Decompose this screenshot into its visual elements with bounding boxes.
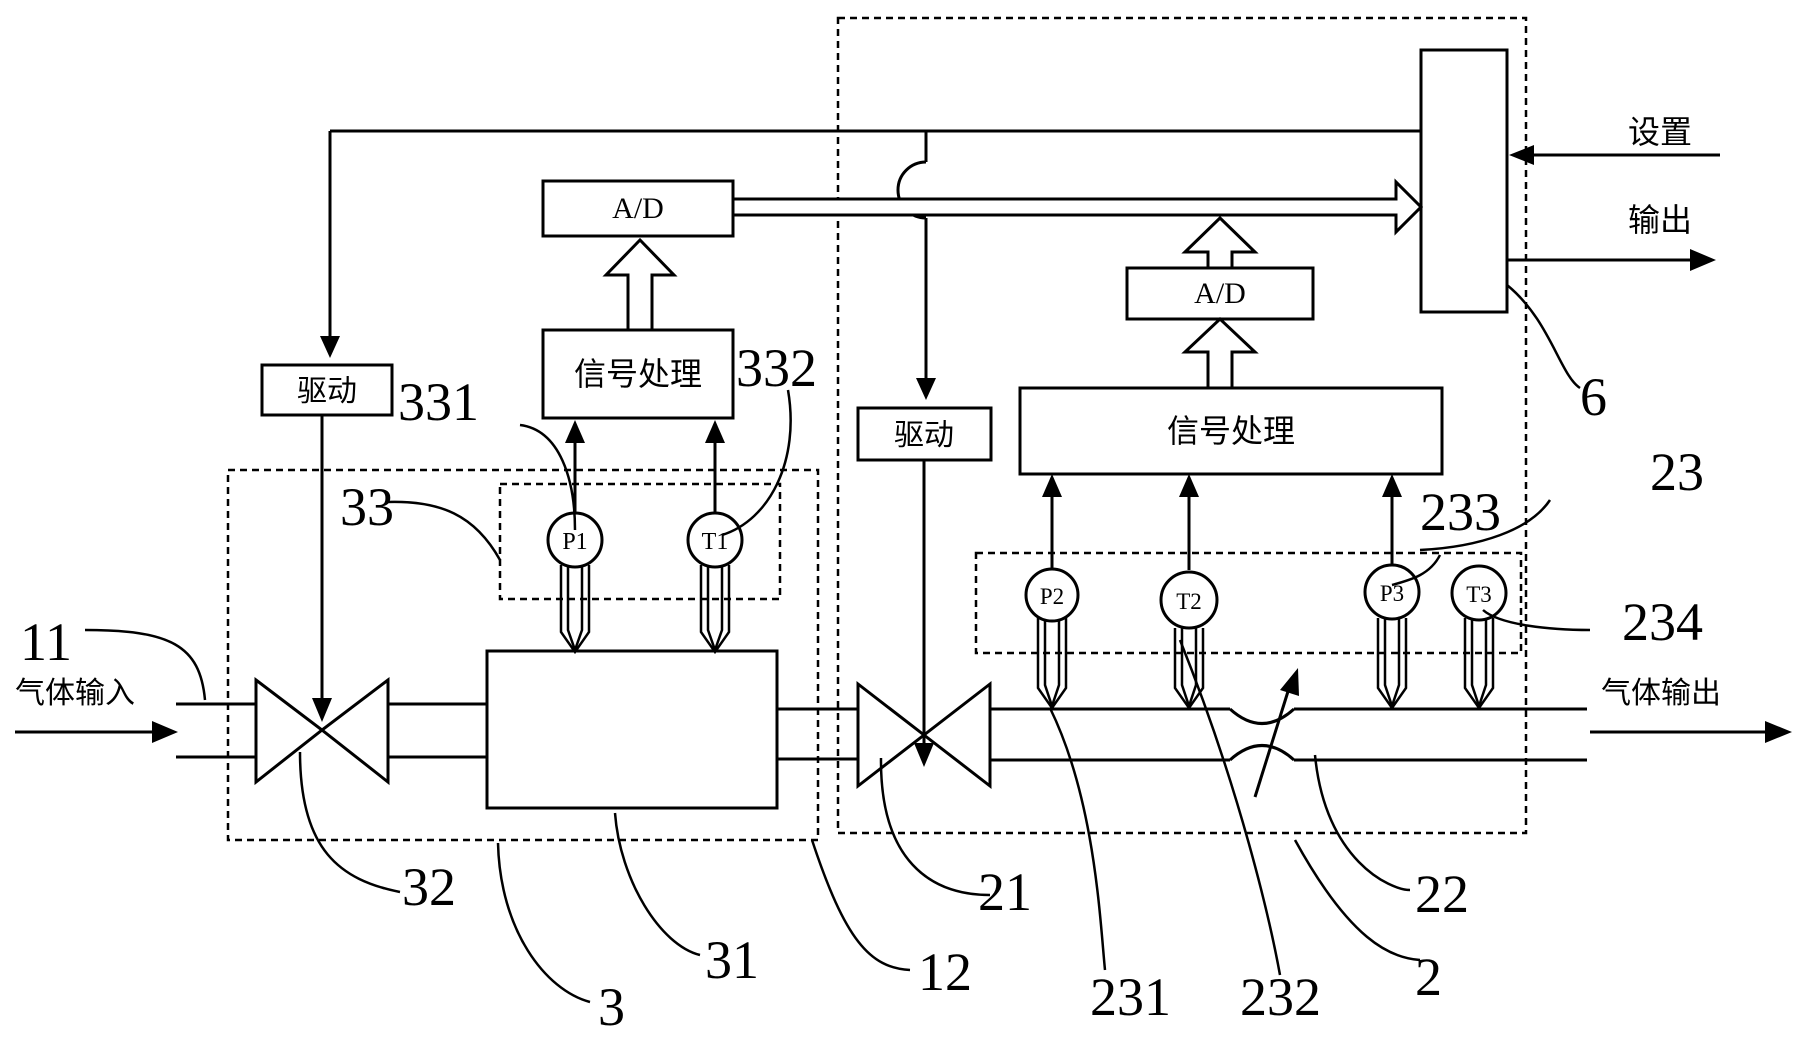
p1-label: P1 [562, 529, 587, 555]
valve-21-left [856, 680, 927, 790]
inlet-pipe [176, 702, 256, 759]
ref-233: 233 [1420, 482, 1501, 542]
sensor-group-23-enclosure [974, 551, 1523, 655]
drive-left-label: 驱动 [297, 374, 357, 409]
p3-label: P3 [1380, 581, 1404, 606]
ref-21: 21 [978, 862, 1032, 922]
sensor-t3 [1450, 564, 1508, 711]
leader-lines [84, 284, 1591, 1004]
drive-right [856, 406, 993, 462]
gas-out-arrow [1590, 721, 1792, 743]
ad-right-label: A/D [1194, 277, 1246, 310]
data-bus-arrow [731, 178, 1424, 236]
drive-arrow-left [312, 415, 332, 722]
sensor-p2 [1024, 474, 1080, 711]
outlet-pipe [990, 707, 1587, 762]
signal-processing-right [1018, 386, 1444, 476]
valve-32-left [254, 676, 325, 786]
sig-right-label: 信号处理 [1167, 412, 1295, 450]
hollow-arrow-right-bottom [1181, 316, 1259, 390]
hollow-arrow-right-top [1181, 215, 1259, 270]
t2-label: T2 [1176, 589, 1202, 614]
drive-arrow-right [914, 460, 934, 767]
valve-21-right [921, 680, 992, 790]
variable-restriction-arrow [1253, 668, 1299, 798]
module-3-enclosure [226, 468, 820, 842]
gas-in-label: 气体输入 [15, 676, 135, 711]
ref-2: 2 [1415, 947, 1442, 1007]
ref-12: 12 [918, 942, 972, 1002]
sig-left-label: 信号处理 [574, 355, 702, 393]
ref-22: 22 [1415, 864, 1469, 924]
gas-out-label: 气体输出 [1601, 676, 1721, 711]
sensor-group-33-enclosure [498, 482, 782, 601]
t1-label: T1 [702, 529, 729, 555]
signal-processing-left [541, 328, 735, 420]
ref-33: 33 [340, 477, 394, 537]
ad-left-label: A/D [612, 192, 664, 225]
ref-6: 6 [1580, 367, 1607, 427]
ref-3: 3 [598, 977, 625, 1037]
setting-input-arrow [1509, 145, 1720, 165]
sensor-t2 [1159, 474, 1219, 711]
pipe-valve-to-chamber [388, 702, 487, 759]
ad-converter-right [1125, 266, 1315, 321]
setting-label: 设置 [1628, 113, 1692, 151]
module-2-enclosure [836, 16, 1528, 835]
valve-32-right [319, 676, 390, 786]
ad-converter-left [541, 179, 735, 238]
ref-23: 23 [1650, 442, 1704, 502]
sensor-t1 [686, 420, 744, 655]
ref-234: 234 [1622, 592, 1703, 652]
sensor-p3 [1363, 474, 1421, 711]
output-label: 输出 [1628, 201, 1692, 239]
hollow-arrow-left [602, 237, 678, 332]
gas-in-arrow [15, 721, 178, 743]
controller-6 [1419, 48, 1509, 314]
drive-right-label: 驱动 [894, 418, 954, 453]
t3-label: T3 [1466, 582, 1492, 607]
ref-332: 332 [736, 338, 817, 398]
control-bus [320, 129, 1421, 400]
ref-32: 32 [402, 857, 456, 917]
pipe-chamber-to-valve [777, 707, 858, 761]
drive-left [260, 363, 394, 417]
output-arrow [1507, 249, 1716, 271]
ref-31: 31 [705, 930, 759, 990]
p2-label: P2 [1040, 584, 1064, 609]
ref-331: 331 [398, 372, 479, 432]
ref-231: 231 [1090, 967, 1171, 1027]
chamber-31 [485, 649, 779, 810]
ref-11: 11 [20, 612, 72, 672]
ref-232: 232 [1240, 967, 1321, 1027]
